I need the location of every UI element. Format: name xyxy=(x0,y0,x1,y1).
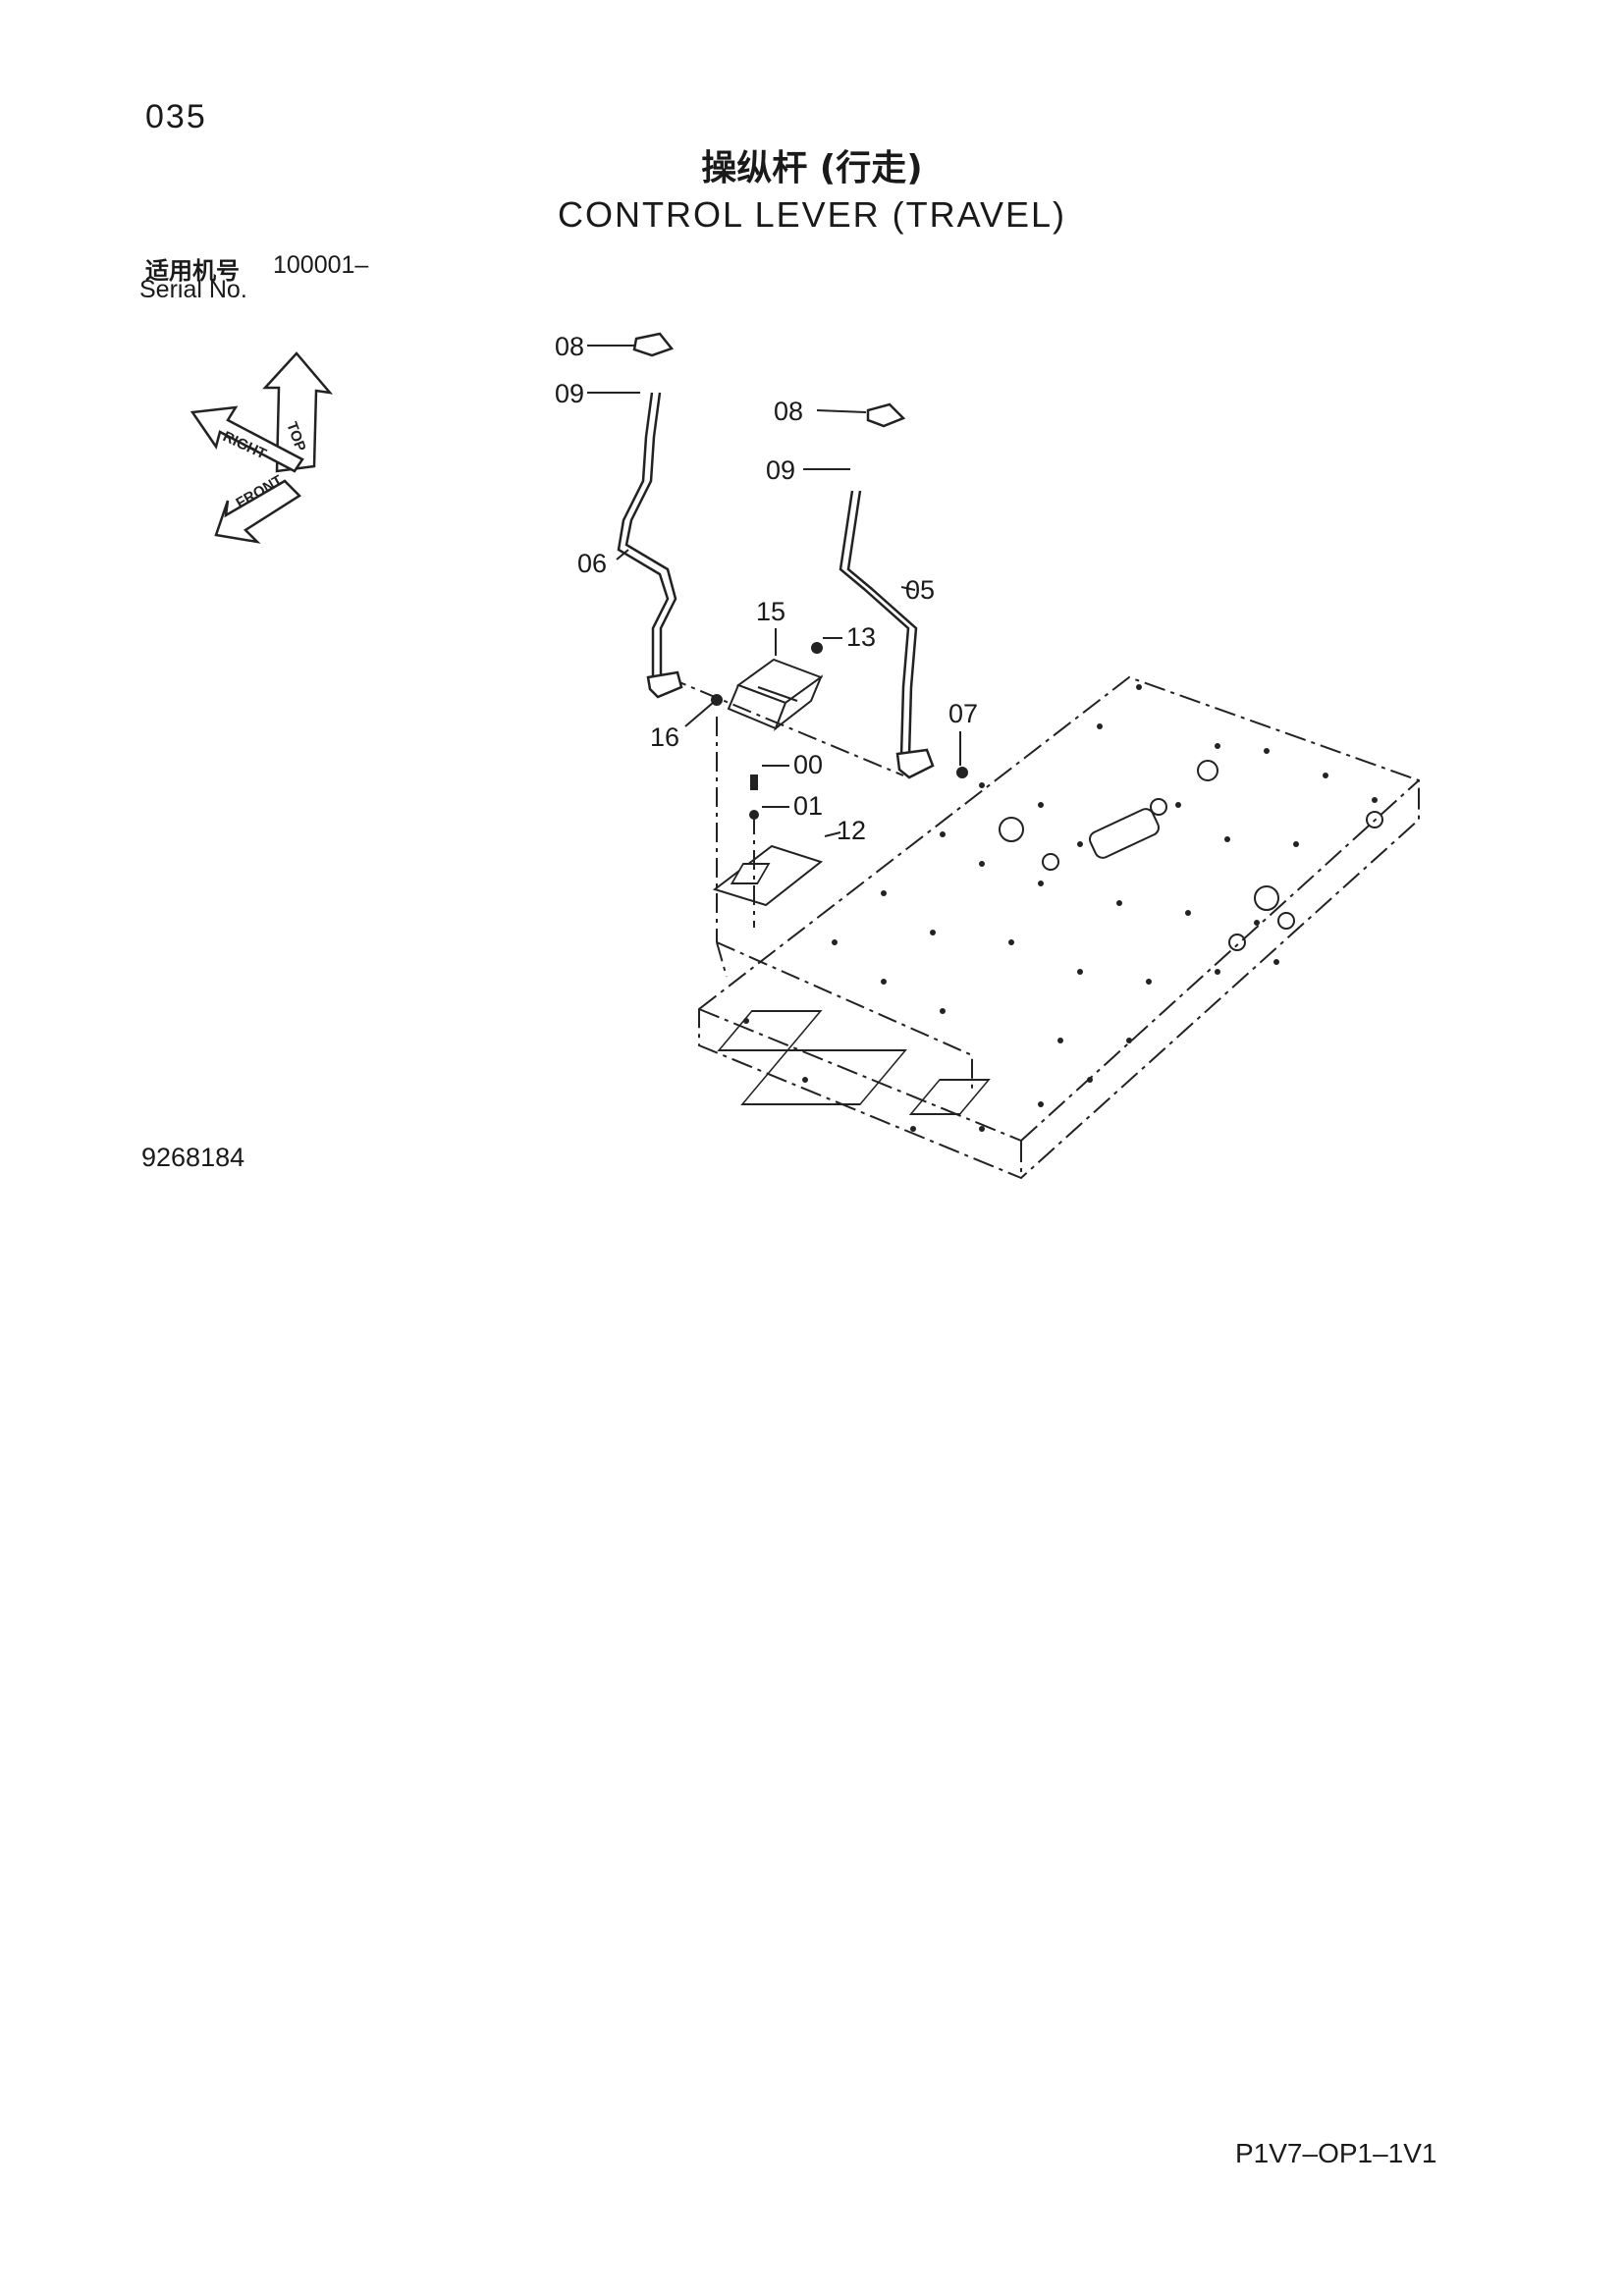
cover-plate xyxy=(712,844,824,907)
mounting-bracket xyxy=(727,658,824,731)
page-number: 035 xyxy=(145,98,207,135)
arrow-top-icon xyxy=(262,351,334,473)
serial-range: 100001– xyxy=(273,251,369,279)
lever-foot xyxy=(895,748,935,779)
floor-plate-holes xyxy=(743,684,1378,1132)
travel-lever-left xyxy=(617,332,683,699)
callout-label: 16 xyxy=(650,722,679,752)
callout-label: 00 xyxy=(793,750,823,779)
arrow-front-icon xyxy=(214,479,301,544)
title-english: CONTROL LEVER (TRAVEL) xyxy=(557,194,1067,235)
orientation-indicator: TOP RIGHT FRONT xyxy=(189,351,334,544)
travel-lever-right xyxy=(839,402,935,779)
drawing-code: 9268184 xyxy=(141,1143,245,1172)
title-chinese: 操纵杆 (行走) xyxy=(701,148,923,188)
assembly-guide-lines xyxy=(667,676,973,1090)
floor-plate-large-holes xyxy=(999,760,1383,951)
arrow-right-icon xyxy=(189,405,304,473)
serial-label-chinese: 适用机号 xyxy=(145,257,240,285)
bolts xyxy=(711,642,968,820)
callout-label: 08 xyxy=(555,332,584,361)
callouts: 08 09 08 09 06 05 15 13 07 16 00 01 12 xyxy=(555,332,978,845)
floor-plate-cutouts xyxy=(717,808,1161,1115)
callout-label: 06 xyxy=(577,549,607,578)
callout-label: 09 xyxy=(555,379,584,408)
serial-label-english: Serial No. xyxy=(139,276,247,303)
leader-lines xyxy=(587,345,961,837)
callout-label: 15 xyxy=(756,597,785,626)
lever-knob xyxy=(866,402,906,428)
lever-foot xyxy=(646,670,683,699)
lever-knob xyxy=(632,332,675,357)
callout-label: 01 xyxy=(793,791,823,821)
callout-label: 07 xyxy=(948,699,978,728)
page-code: P1V7–OP1–1V1 xyxy=(1235,2138,1437,2168)
callout-label: 05 xyxy=(905,575,935,605)
callout-label: 12 xyxy=(837,816,866,845)
callout-label: 09 xyxy=(766,455,795,485)
callout-label: 13 xyxy=(846,622,876,652)
callout-label: 08 xyxy=(774,397,803,426)
